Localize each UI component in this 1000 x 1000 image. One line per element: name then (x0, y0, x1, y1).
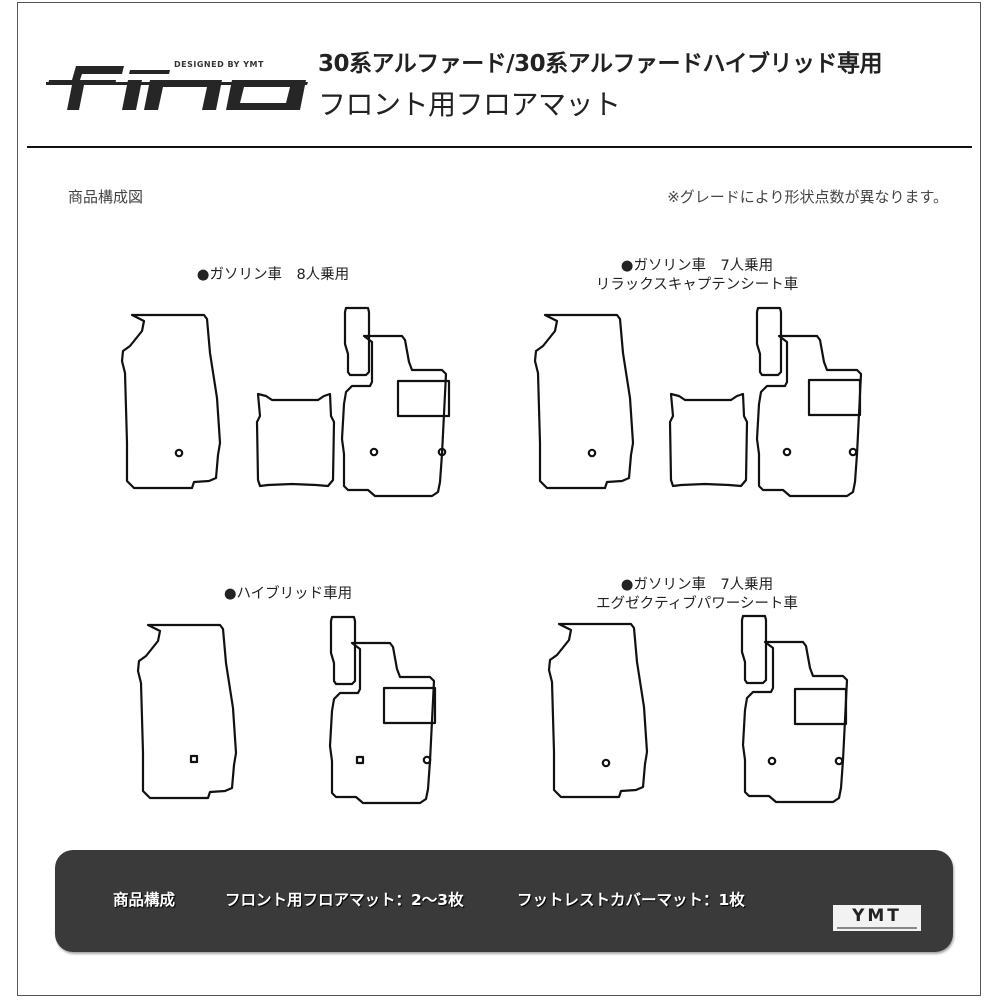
ymt-logo-text: YMT (852, 905, 902, 926)
composition-item-front-mat: フロント用フロアマット：2～3枚 (225, 891, 464, 909)
set-label-gasoline-8: ●ガソリン車 8人乗用 (197, 266, 349, 285)
composition-item-footrest-mat: フットレストカバーマット：1枚 (517, 891, 745, 909)
page-frame (17, 2, 981, 996)
set-label-gasoline-7-executive: ●ガソリン車 7人乗用 エグゼクティブパワーシート車 (596, 576, 798, 614)
set-label-line: ●ガソリン車 7人乗用 (620, 577, 774, 593)
set-label-hybrid: ●ハイブリッド車用 (224, 585, 352, 604)
fino-logo-icon (46, 66, 308, 110)
composition-heading: 商品構成 (113, 891, 176, 909)
set-label-line: リラックスキャプテンシート車 (595, 277, 799, 293)
diagram-title: 商品構成図 (68, 188, 144, 206)
fino-logo: DESIGNED BY YMT (46, 58, 308, 118)
set-label-line: ●ガソリン車 7人乗用 (620, 258, 774, 274)
ymt-logo: YMT (833, 905, 921, 931)
header-divider (27, 146, 972, 148)
product-title: 30系アルファード/30系アルファードハイブリッド専用 (318, 51, 883, 77)
set-label-line: ●ハイブリッド車用 (223, 586, 353, 602)
set-label-gasoline-7-relax: ●ガソリン車 7人乗用 リラックスキャプテンシート車 (596, 257, 799, 295)
ymt-logo-underline (837, 926, 917, 929)
set-label-line: ●ガソリン車 8人乗用 (196, 267, 350, 283)
set-label-line: エグゼクティブパワーシート車 (596, 596, 798, 612)
product-subtitle: フロント用フロアマット (318, 88, 621, 121)
logo-tagline: DESIGNED BY YMT (174, 60, 264, 69)
product-composition-panel: 商品構成 フロント用フロアマット：2～3枚 フットレストカバーマット：1枚 YM… (55, 850, 953, 952)
grade-note: ※グレードにより形状点数が異なります。 (667, 188, 948, 206)
